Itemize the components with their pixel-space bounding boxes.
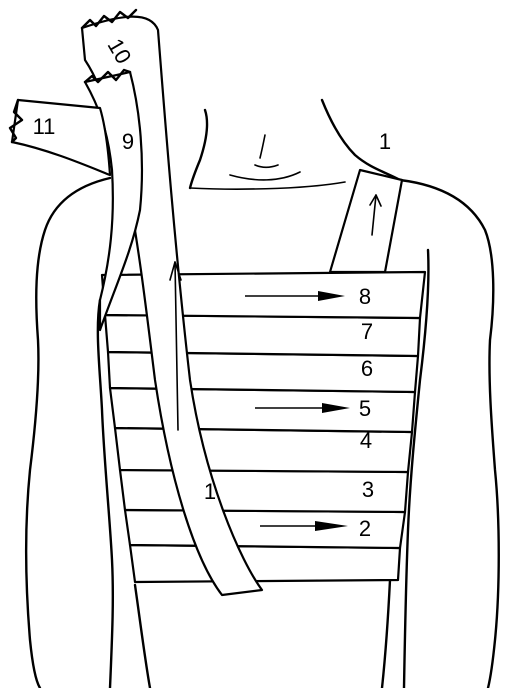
label-8: 8: [359, 284, 371, 309]
strap-11: [10, 100, 110, 175]
label-1-diagonal: 1: [204, 479, 216, 504]
label-11: 11: [33, 114, 56, 139]
right-shoulder-strap: [330, 170, 402, 272]
label-5: 5: [359, 396, 371, 421]
label-6: 6: [361, 356, 373, 381]
label-9: 9: [122, 129, 134, 154]
label-1-shoulder: 1: [379, 129, 391, 154]
label-4: 4: [360, 428, 372, 453]
label-7: 7: [361, 319, 373, 344]
label-3: 3: [362, 477, 374, 502]
label-2: 2: [359, 516, 371, 541]
